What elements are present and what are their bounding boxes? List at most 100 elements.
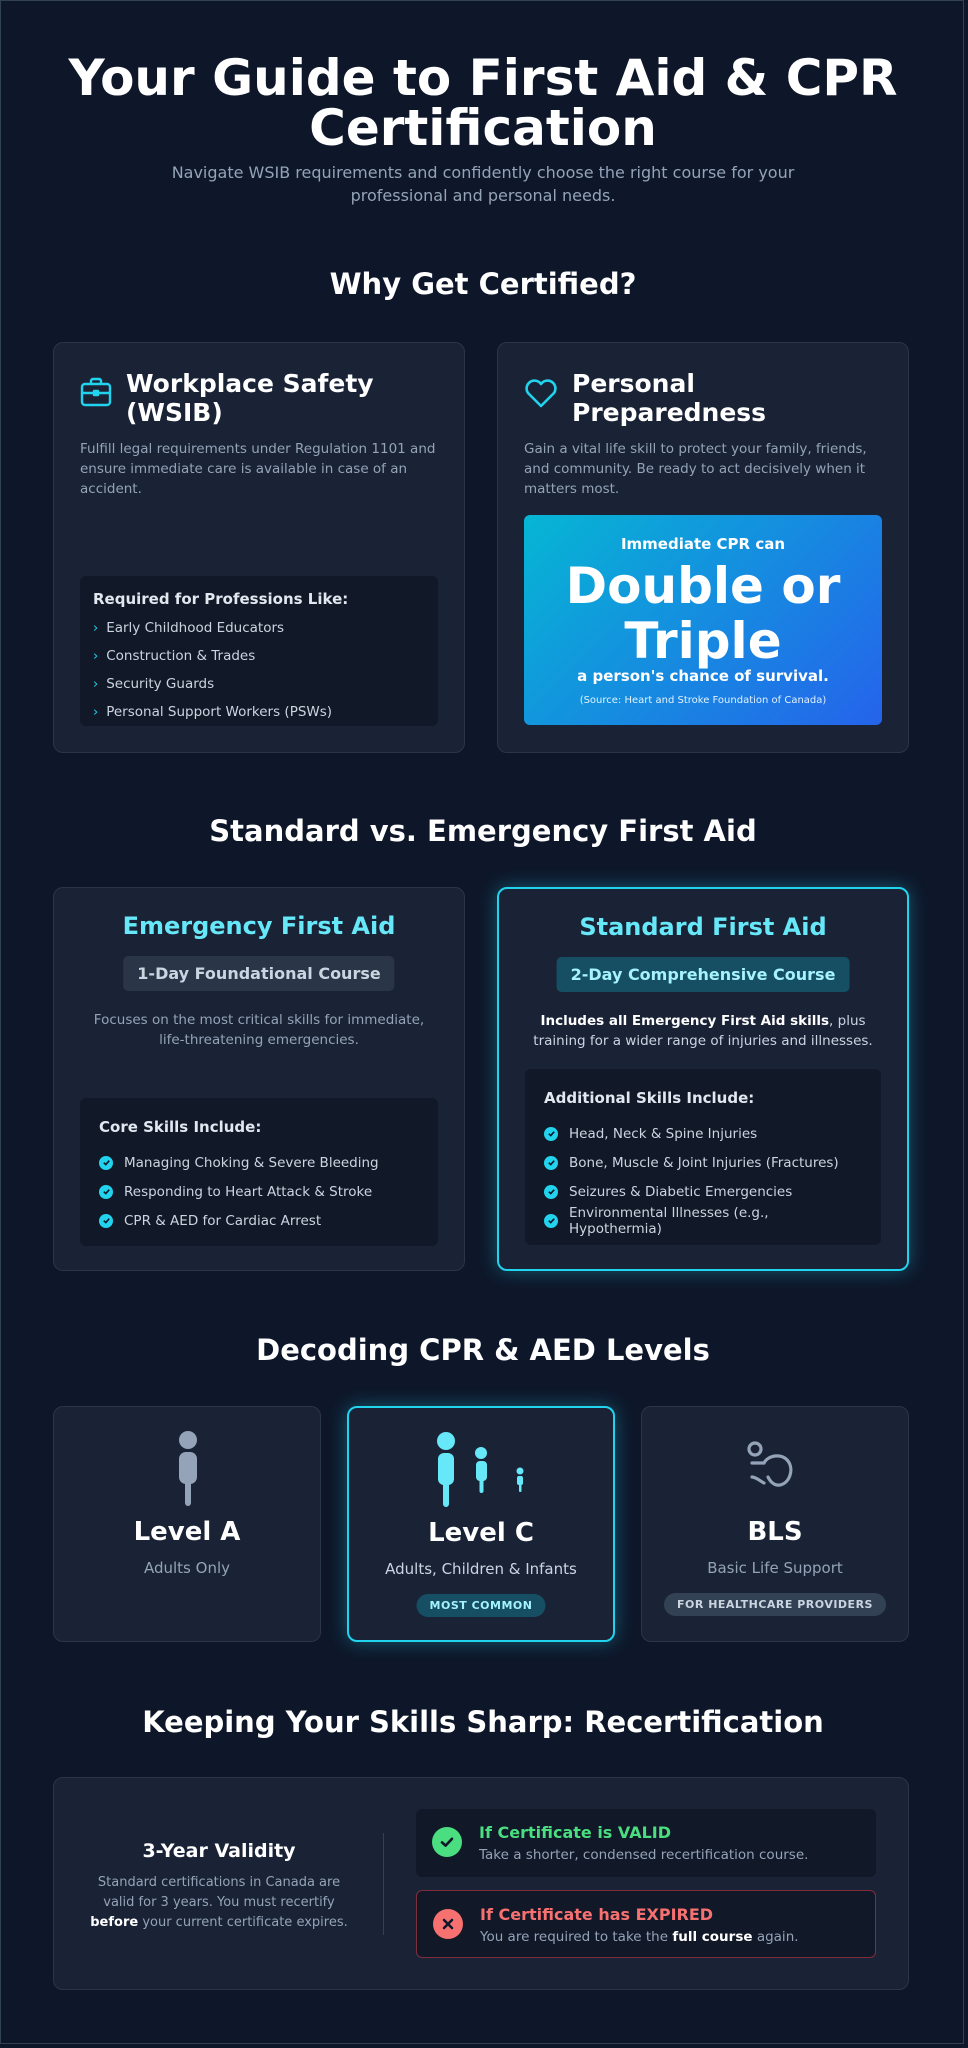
levels-section-title: Decoding CPR & AED Levels: [256, 1333, 710, 1367]
additional-skills-box: Additional Skills Include: Head, Neck & …: [525, 1069, 881, 1245]
list-item-label: Personal Support Workers (PSWs): [106, 704, 333, 720]
level-c-name: Level C: [428, 1518, 534, 1548]
level-a-card: Level A Adults Only: [53, 1406, 321, 1642]
recert-section-title: Keeping Your Skills Sharp: Recertificati…: [142, 1705, 824, 1739]
check-circle-icon: [99, 1155, 113, 1170]
list-item: › Personal Support Workers (PSWs): [93, 704, 425, 720]
level-a-sub: Adults Only: [143, 1559, 230, 1577]
check-circle-icon: [544, 1184, 558, 1199]
heart-icon: [524, 379, 558, 413]
valid-title: If Certificate is VALID: [479, 1823, 671, 1842]
standard-first-aid-card: Standard First Aid 2-Day Comprehensive C…: [497, 887, 909, 1271]
core-skills-title: Core Skills Include:: [99, 1118, 262, 1136]
emergency-duration-pill: 1-Day Foundational Course: [123, 956, 395, 991]
level-c-card: Level C Adults, Children & Infants MOST …: [347, 1406, 615, 1642]
most-common-badge: MOST COMMON: [416, 1594, 546, 1617]
list-item: Seizures & Diabetic Emergencies: [544, 1177, 862, 1206]
personal-card-title: Personal Preparedness: [572, 369, 767, 427]
core-skills-box: Core Skills Include: Managing Choking & …: [80, 1098, 438, 1246]
title-line-1: Your Guide to First Aid & CPR: [68, 49, 898, 107]
stat-lead: Immediate CPR can: [620, 535, 786, 553]
emergency-card-desc: Focuses on the most critical skills for …: [93, 1012, 425, 1048]
list-item-label: Environmental Illnesses (e.g., Hypotherm…: [569, 1204, 769, 1237]
stat-source: (Source: Heart and Stroke Foundation of …: [579, 695, 827, 706]
list-item: Bone, Muscle & Joint Injuries (Fractures…: [544, 1148, 862, 1177]
divider: [383, 1833, 384, 1935]
list-item: Environmental Illnesses (e.g., Hypotherm…: [544, 1204, 862, 1237]
list-item-label: Security Guards: [106, 676, 215, 692]
standard-card-desc: Includes all Emergency First Aid skills,…: [525, 1011, 881, 1051]
validity-desc-bold: before: [90, 1915, 139, 1930]
standard-desc-rest: , plus training for a wider range of inj…: [533, 1013, 873, 1049]
list-item: CPR & AED for Cardiac Arrest: [99, 1206, 419, 1235]
chevron-right-icon: ›: [93, 704, 99, 720]
chevron-right-icon: ›: [93, 676, 99, 692]
check-circle-icon: [544, 1213, 558, 1228]
recertification-card: 3-Year Validity Standard certifications …: [53, 1777, 909, 1990]
bls-sub: Basic Life Support: [707, 1559, 843, 1577]
expired-desc-part-1: You are required to take the: [480, 1929, 673, 1945]
x-circle-icon: [433, 1909, 463, 1939]
validity-desc: Standard certifications in Canada are va…: [89, 1873, 349, 1933]
level-c-sub: Adults, Children & Infants: [385, 1560, 577, 1578]
stat-tail: a person's chance of survival.: [577, 667, 829, 685]
why-section-title: Why Get Certified?: [329, 267, 637, 301]
expired-certificate-box: If Certificate has EXPIRED You are requi…: [416, 1890, 876, 1958]
title-line-2: Certification: [309, 99, 657, 157]
list-item: Head, Neck & Spine Injuries: [544, 1119, 862, 1148]
additional-skills-title: Additional Skills Include:: [544, 1089, 755, 1107]
list-item-label: Managing Choking & Severe Bleeding: [124, 1154, 379, 1171]
list-item-label: Head, Neck & Spine Injuries: [569, 1125, 758, 1142]
level-a-name: Level A: [133, 1517, 241, 1547]
valid-certificate-box: If Certificate is VALID Take a shorter, …: [416, 1809, 876, 1877]
check-circle-icon: [544, 1155, 558, 1170]
expired-desc: You are required to take the full course…: [480, 1929, 799, 1945]
professions-box: Required for Professions Like: › Early Ch…: [80, 576, 438, 726]
validity-desc-part-1: Standard certifications in Canada are va…: [97, 1875, 341, 1910]
check-circle-icon: [99, 1184, 113, 1199]
expired-desc-bold: full course: [672, 1929, 753, 1945]
chevron-right-icon: ›: [93, 648, 99, 664]
family-icon: [435, 1432, 529, 1512]
healthcare-providers-badge: FOR HEALTHCARE PROVIDERS: [664, 1593, 886, 1616]
personal-card-desc: Gain a vital life skill to protect your …: [524, 441, 867, 497]
list-item: › Construction & Trades: [93, 648, 425, 664]
validity-title: 3-Year Validity: [142, 1840, 296, 1862]
standard-desc-bold: Includes all Emergency First Aid skills: [540, 1013, 830, 1029]
chevron-right-icon: ›: [93, 620, 99, 636]
list-item-label: Seizures & Diabetic Emergencies: [569, 1183, 793, 1200]
list-item: › Early Childhood Educators: [93, 620, 425, 636]
list-item-label: CPR & AED for Cardiac Arrest: [124, 1212, 322, 1229]
list-item-label: Bone, Muscle & Joint Injuries (Fractures…: [569, 1154, 839, 1171]
expired-title: If Certificate has EXPIRED: [480, 1905, 714, 1924]
stat-big-line-1: Double or: [565, 557, 841, 615]
check-circle-icon: [99, 1213, 113, 1228]
stat-big-line-2: Triple: [624, 612, 782, 670]
workplace-card-desc: Fulfill legal requirements under Regulat…: [80, 441, 436, 497]
list-item: Responding to Heart Attack & Stroke: [99, 1177, 419, 1206]
list-item-label: Construction & Trades: [106, 648, 256, 664]
survival-stat-panel: Immediate CPR can Double or Triple a per…: [524, 515, 882, 725]
check-circle-icon: [544, 1126, 558, 1141]
personal-card-header: Personal Preparedness: [524, 369, 888, 427]
workplace-card-header: Workplace Safety (WSIB): [80, 369, 444, 427]
list-item-label: Responding to Heart Attack & Stroke: [124, 1183, 373, 1200]
list-item: › Security Guards: [93, 676, 425, 692]
emergency-card-title: Emergency First Aid: [122, 912, 396, 940]
healthcare-icon: [746, 1441, 798, 1505]
page-subtitle: Navigate WSIB requirements and confident…: [171, 163, 795, 205]
valid-desc: Take a shorter, condensed recertificatio…: [479, 1847, 809, 1863]
check-circle-icon: [432, 1827, 462, 1857]
bls-card: BLS Basic Life Support FOR HEALTHCARE PR…: [641, 1406, 909, 1642]
briefcase-icon: [80, 377, 112, 411]
validity-desc-part-2: your current certificate expires.: [138, 1915, 348, 1930]
adult-person-icon: [174, 1431, 202, 1511]
stat-big: Double or Triple: [524, 559, 882, 669]
professions-title: Required for Professions Like:: [93, 590, 349, 608]
list-item: Managing Choking & Severe Bleeding: [99, 1148, 419, 1177]
bls-name: BLS: [747, 1517, 803, 1547]
list-item-label: Early Childhood Educators: [106, 620, 285, 636]
compare-section-title: Standard vs. Emergency First Aid: [209, 814, 757, 848]
workplace-safety-card: Workplace Safety (WSIB) Fulfill legal re…: [53, 342, 465, 753]
